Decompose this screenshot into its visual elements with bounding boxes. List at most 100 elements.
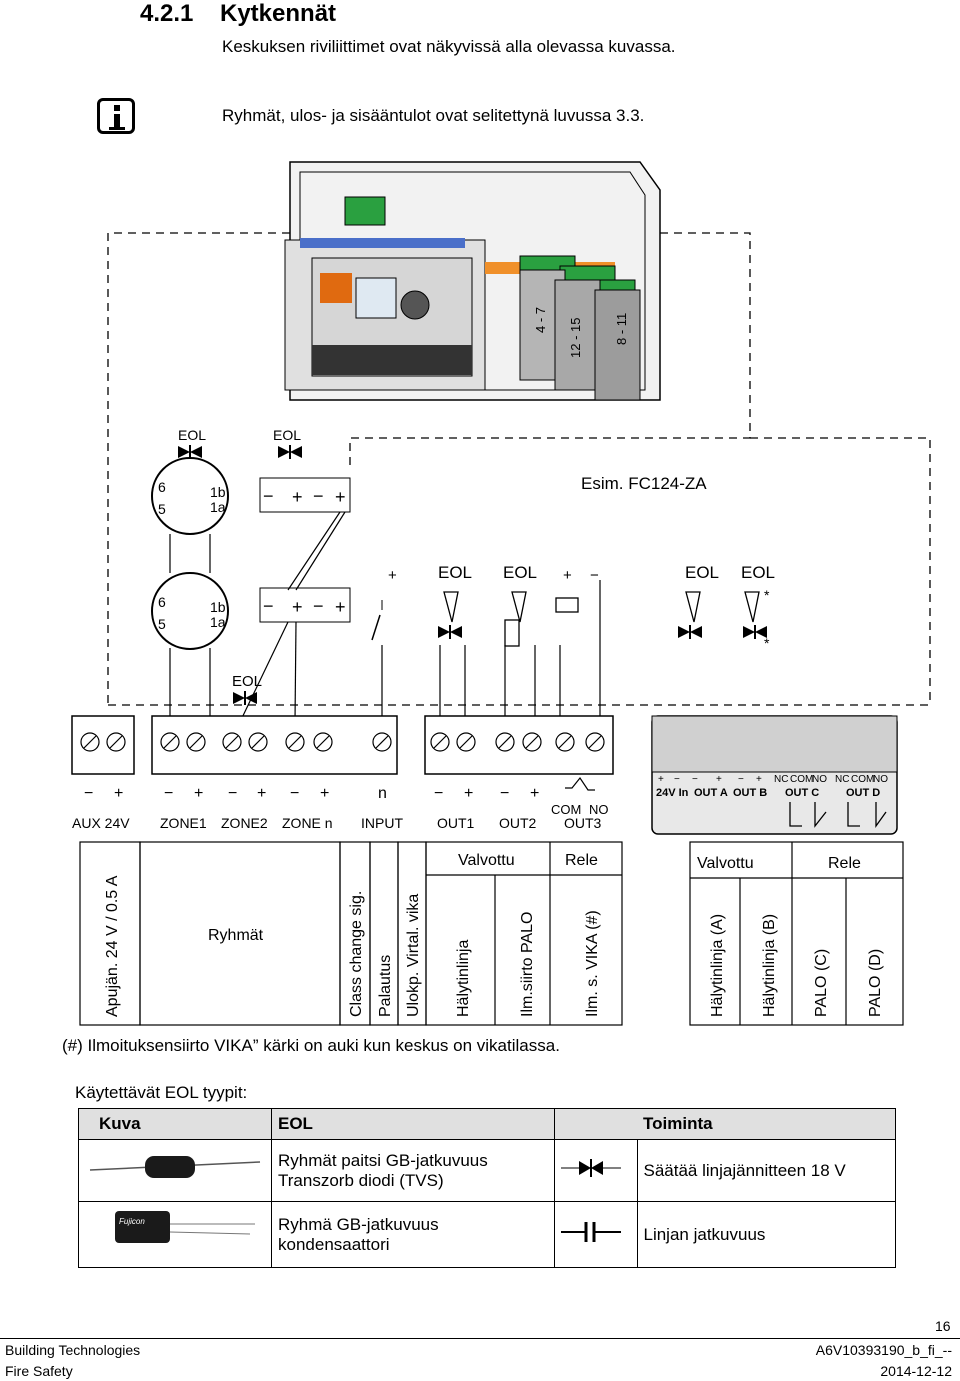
capacitor-image: Fujicon <box>78 1201 272 1268</box>
table-header-eol: EOL <box>271 1108 555 1140</box>
terminal-block-main <box>71 715 614 775</box>
svg-text:OUT2: OUT2 <box>499 815 537 831</box>
svg-text:*: * <box>764 587 770 603</box>
svg-text:PALO (D): PALO (D) <box>867 949 884 1017</box>
section-title: Kytkennät <box>220 0 337 27</box>
svg-text:−: − <box>290 785 299 802</box>
svg-text:OUT B: OUT B <box>733 787 767 799</box>
svg-text:1b: 1b <box>210 484 226 500</box>
svg-text:Ulokp. Virtal. vika: Ulokp. Virtal. vika <box>405 894 422 1017</box>
svg-text:NO: NO <box>589 802 609 817</box>
svg-text:−: − <box>692 774 698 785</box>
svg-text:NC: NC <box>835 774 849 785</box>
svg-text:−: − <box>590 567 599 584</box>
svg-text:Ilm.siirto PALO: Ilm.siirto PALO <box>519 912 536 1018</box>
svg-text:INPUT: INPUT <box>361 815 403 831</box>
svg-text:NC: NC <box>774 774 788 785</box>
svg-text:ZONE1: ZONE1 <box>160 815 207 831</box>
svg-text:+: + <box>756 774 762 785</box>
svg-text:+: + <box>658 774 664 785</box>
svg-text:−: − <box>313 486 324 506</box>
svg-text:+: + <box>114 785 123 802</box>
tvs-diode-symbol <box>554 1139 638 1202</box>
svg-text:+: + <box>292 597 303 617</box>
svg-text:n: n <box>378 785 387 802</box>
svg-text:OUT A: OUT A <box>694 787 728 799</box>
card-label-3: 8 - 11 <box>614 313 629 345</box>
svg-text:EOL: EOL <box>685 563 719 582</box>
footer-division: Fire Safety <box>5 1363 73 1379</box>
note-text: Ryhmät, ulos- ja sisääntulot ovat selite… <box>222 106 645 125</box>
tvs-diode-image <box>78 1139 272 1202</box>
svg-text:Ilm. s. VIKA (#): Ilm. s. VIKA (#) <box>584 910 601 1017</box>
tvs-symbol-2 <box>277 444 303 460</box>
svg-text:1b: 1b <box>210 599 226 615</box>
svg-text:Palautus: Palautus <box>377 955 394 1017</box>
svg-text:−: − <box>500 785 509 802</box>
svg-text:+: + <box>388 567 397 584</box>
footer-date: 2014-12-12 <box>880 1363 952 1379</box>
legend-apujan: Apujän. 24 V / 0.5 A <box>104 875 121 1017</box>
svg-text:Fujicon: Fujicon <box>119 1217 145 1226</box>
page-number: 16 <box>935 1318 951 1334</box>
svg-text:−: − <box>164 785 173 802</box>
detector-base-1 <box>151 457 229 535</box>
eol-label-2: EOL <box>273 427 301 443</box>
intro-text: Keskuksen riviliittimet ovat näkyvissä a… <box>222 37 676 56</box>
svg-text:EOL: EOL <box>438 563 472 582</box>
svg-text:+: + <box>464 785 473 802</box>
svg-text:+: + <box>335 597 346 617</box>
detector-base-2 <box>151 572 229 650</box>
svg-text:+: + <box>194 785 203 802</box>
svg-text:+: + <box>257 785 266 802</box>
svg-text:PALO (C): PALO (C) <box>813 949 830 1017</box>
footer-company: Building Technologies <box>5 1342 141 1358</box>
svg-text:+: + <box>335 487 346 507</box>
svg-text:5: 5 <box>158 616 166 632</box>
svg-text:Class change sig.: Class change sig. <box>348 891 365 1017</box>
svg-text:AUX 24V: AUX 24V <box>72 815 130 831</box>
svg-text:*: * <box>764 635 770 651</box>
svg-text:COM: COM <box>790 774 813 785</box>
svg-text:+: + <box>563 567 572 584</box>
svg-text:5: 5 <box>158 501 166 517</box>
svg-text:6: 6 <box>158 594 166 610</box>
svg-text:+: + <box>320 785 329 802</box>
svg-text:EOL: EOL <box>503 563 537 582</box>
svg-text:−: − <box>434 785 443 802</box>
svg-text:OUT D: OUT D <box>846 787 880 799</box>
card-label-1: 4 - 7 <box>533 307 548 333</box>
svg-text:EOL: EOL <box>741 563 775 582</box>
table-header-toiminta: Toiminta <box>637 1108 896 1140</box>
svg-text:Hälytinlinja (A): Hälytinlinja (A) <box>709 914 726 1017</box>
svg-text:Valvottu: Valvottu <box>697 855 754 872</box>
table-header-kuva: Kuva <box>78 1108 272 1140</box>
svg-text:−: − <box>263 486 274 506</box>
svg-text:Hälytinlinja (B): Hälytinlinja (B) <box>761 914 778 1017</box>
info-icon <box>97 98 135 134</box>
svg-text:NO: NO <box>812 774 827 785</box>
svg-text:Hälytinlinja: Hälytinlinja <box>455 940 472 1017</box>
svg-text:OUT3: OUT3 <box>564 815 602 831</box>
control-panel-illustration: 4 - 7 12 - 15 8 - 11 <box>284 161 661 401</box>
svg-text:+: + <box>530 785 539 802</box>
svg-text:−: − <box>313 596 324 616</box>
eol-label-1: EOL <box>178 427 206 443</box>
example-label: Esim. FC124-ZA <box>581 474 707 493</box>
svg-text:24V In: 24V In <box>656 787 689 799</box>
legend-ryhmat: Ryhmät <box>208 927 264 944</box>
svg-text:−: − <box>263 596 274 616</box>
svg-text:1a: 1a <box>210 499 226 515</box>
svg-text:−: − <box>228 785 237 802</box>
svg-text:Rele: Rele <box>828 855 861 872</box>
svg-text:OUT C: OUT C <box>785 787 819 799</box>
svg-text:6: 6 <box>158 479 166 495</box>
svg-text:ZONE2: ZONE2 <box>221 815 268 831</box>
svg-text:NO: NO <box>873 774 888 785</box>
svg-text:−: − <box>738 774 744 785</box>
svg-text:EOL: EOL <box>232 673 262 690</box>
svg-text:COM: COM <box>551 802 581 817</box>
card-label-2: 12 - 15 <box>568 318 583 358</box>
